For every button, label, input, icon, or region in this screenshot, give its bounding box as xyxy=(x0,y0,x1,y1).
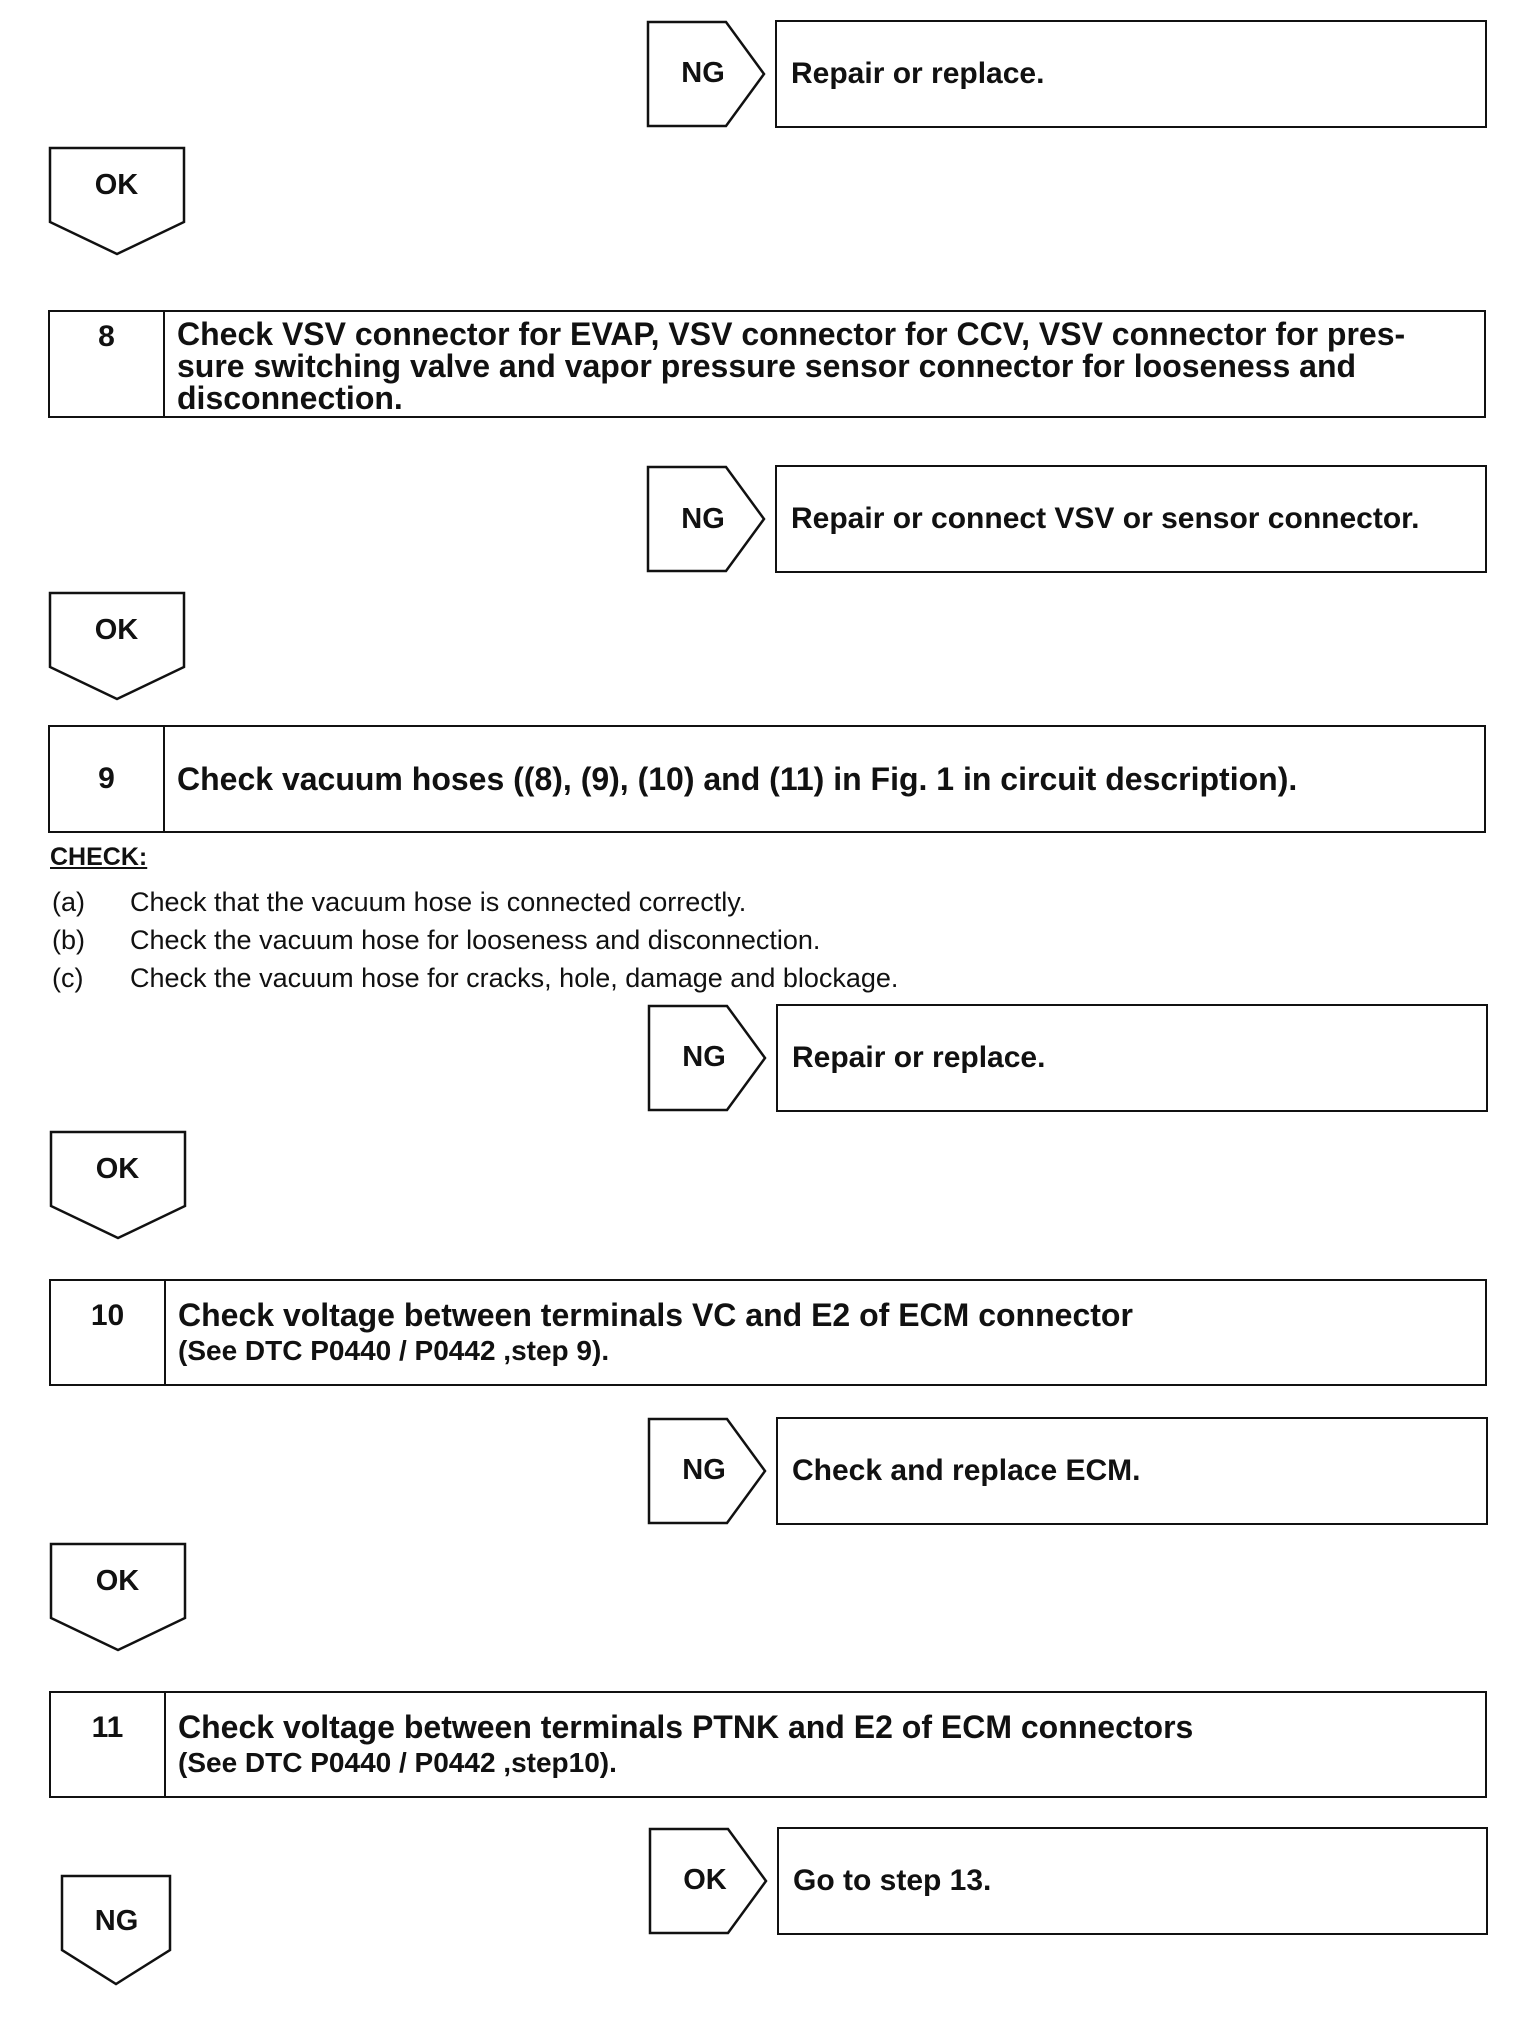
step-title-line: Check voltage between terminals PTNK and… xyxy=(178,1709,1194,1745)
ng-label: NG xyxy=(681,503,725,535)
check-item-index: (a) xyxy=(52,887,85,917)
result-text: Repair or connect VSV or sensor connecto… xyxy=(791,502,1420,535)
check-item: (b) Check the vacuum hose for looseness a… xyxy=(52,925,820,956)
ok-label: OK xyxy=(95,1565,140,1597)
check-item-index: (b) xyxy=(52,925,85,955)
ok-label: OK xyxy=(94,614,139,646)
ng-arrow xyxy=(646,20,766,128)
step-subtitle: (See DTC P0440 / P0442 ,step 9). xyxy=(178,1335,610,1366)
ok-arrow xyxy=(648,1827,768,1935)
ng-arrow xyxy=(646,465,766,573)
ok-label: OK xyxy=(683,1864,727,1896)
ok-arrow xyxy=(48,591,186,701)
result-box: Check and replace ECM. xyxy=(776,1417,1488,1525)
ng-label: NG xyxy=(682,1041,726,1073)
step-9-box: 9 Check vacuum hoses ((8), (9), (10) and… xyxy=(48,725,1486,833)
step-number: 10 xyxy=(51,1281,166,1384)
check-item-index: (c) xyxy=(52,963,84,993)
step-subtitle: (See DTC P0440 / P0442 ,step10). xyxy=(178,1747,617,1778)
step-title: Check vacuum hoses ((8), (9), (10) and (… xyxy=(177,761,1298,797)
step-number: 11 xyxy=(51,1693,166,1796)
step-8-box: 8 Check VSV connector for EVAP, VSV conn… xyxy=(48,310,1486,418)
step-title-line: disconnection. xyxy=(177,380,403,416)
ng-arrow xyxy=(647,1417,767,1525)
check-item-text: Check the vacuum hose for cracks, hole, … xyxy=(130,963,899,993)
result-text: Go to step 13. xyxy=(793,1864,992,1897)
step-title-line: Check VSV connector for EVAP, VSV connec… xyxy=(177,316,1406,352)
result-box: Repair or replace. xyxy=(776,1004,1488,1112)
step-title: Check voltage between terminals PTNK and… xyxy=(166,1693,1193,1796)
check-item-text: Check the vacuum hose for looseness and … xyxy=(130,925,821,955)
step-title-line: sure switching valve and vapor pressure … xyxy=(177,348,1357,384)
ok-label: OK xyxy=(95,1153,140,1185)
ok-arrow xyxy=(48,146,186,256)
step-number: 9 xyxy=(50,727,165,831)
result-text: Repair or replace. xyxy=(792,1041,1046,1074)
result-box: Repair or replace. xyxy=(775,20,1487,128)
ok-arrow xyxy=(49,1130,187,1240)
step-11-box: 11 Check voltage between terminals PTNK … xyxy=(49,1691,1487,1798)
ng-arrow xyxy=(647,1004,767,1112)
result-text: Check and replace ECM. xyxy=(792,1454,1141,1487)
check-item: (a) Check that the vacuum hose is connect… xyxy=(52,887,746,918)
ng-label: NG xyxy=(94,1905,139,1937)
step-number: 8 xyxy=(50,312,165,416)
ok-arrow xyxy=(49,1542,187,1652)
result-text: Repair or replace. xyxy=(791,57,1045,90)
step-title: Check voltage between terminals VC and E… xyxy=(166,1281,1133,1384)
check-heading: CHECK: xyxy=(50,843,148,871)
step-title-line: Check voltage between terminals VC and E… xyxy=(178,1297,1133,1333)
ng-arrow xyxy=(60,1874,172,1986)
step-10-box: 10 Check voltage between terminals VC an… xyxy=(49,1279,1487,1386)
ng-label: NG xyxy=(682,1454,726,1486)
check-item-text: Check that the vacuum hose is connected … xyxy=(130,887,747,917)
check-item: (c) Check the vacuum hose for cracks, hol… xyxy=(52,963,898,994)
result-box: Go to step 13. xyxy=(777,1827,1488,1935)
ng-label: NG xyxy=(681,57,725,89)
ok-label: OK xyxy=(94,169,139,201)
step-title: Check VSV connector for EVAP, VSV connec… xyxy=(165,312,1405,416)
result-box: Repair or connect VSV or sensor connecto… xyxy=(775,465,1487,573)
